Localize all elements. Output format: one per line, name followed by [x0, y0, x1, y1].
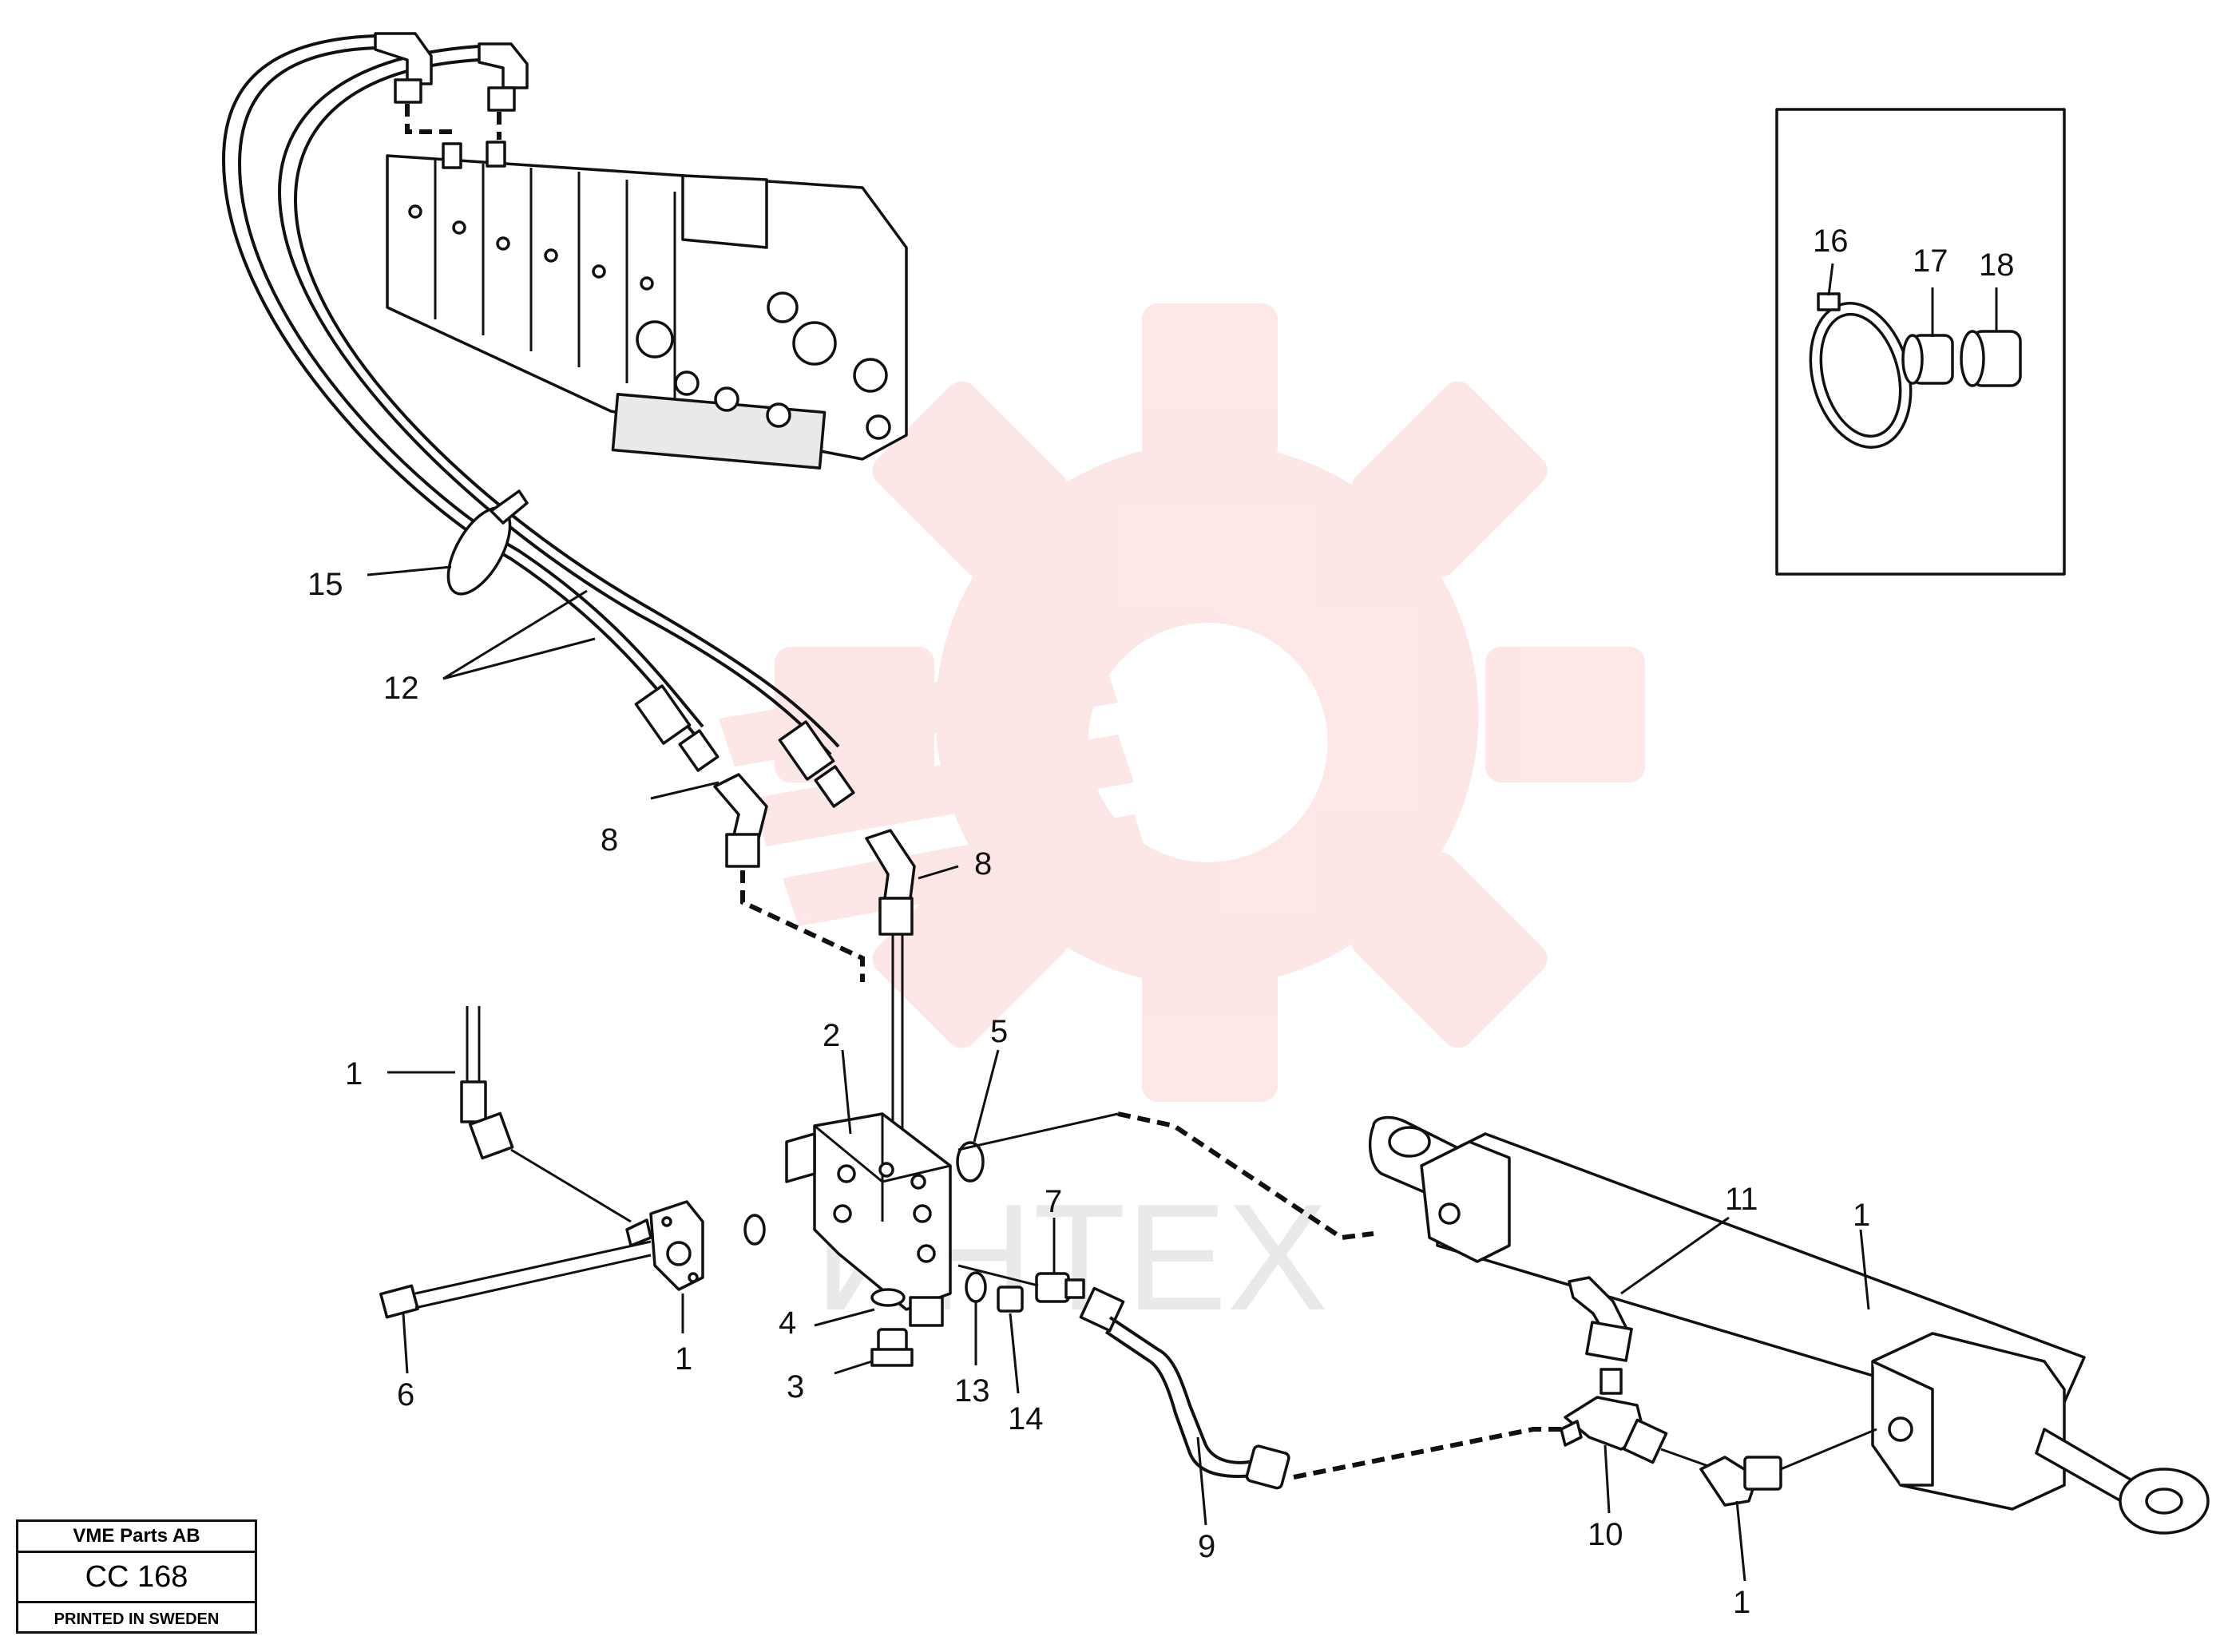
plug-3	[870, 1328, 914, 1367]
hydraulic-hoses-12	[221, 32, 840, 756]
bolt-6	[379, 1240, 652, 1319]
sleeve-17	[1901, 334, 1954, 385]
callout-1-cylinder: 1	[1853, 1198, 1870, 1233]
callout-14: 14	[1008, 1401, 1044, 1436]
o-ring-5	[956, 1141, 985, 1183]
connection-line-block-to-cylinder	[957, 1112, 1119, 1151]
callout-16: 16	[1813, 224, 1849, 259]
adapter-7	[1035, 1272, 1085, 1303]
callout-11: 11	[1725, 1182, 1758, 1217]
callout-8-left: 8	[601, 822, 618, 858]
washer-4	[870, 1288, 906, 1307]
tee-fitting-10	[1560, 1368, 1668, 1464]
callout-9: 9	[1198, 1529, 1215, 1564]
hydraulic-cylinder	[1368, 1115, 2210, 1535]
leader-lines	[367, 263, 1998, 1582]
sleeve-18	[1960, 330, 2022, 387]
callout-6: 6	[397, 1377, 414, 1412]
connection-line-block-to-7	[957, 1264, 1039, 1287]
title-code: CC 168	[18, 1553, 255, 1603]
pipe-9	[1079, 1286, 1290, 1490]
title-block: VME Parts AB CC 168 PRINTED IN SWEDEN	[16, 1519, 257, 1634]
valve-block-2	[785, 1112, 952, 1327]
callout-7: 7	[1045, 1184, 1062, 1219]
callout-13: 13	[954, 1373, 990, 1408]
flange-fitting-1	[625, 1200, 766, 1291]
callout-17: 17	[1913, 244, 1948, 279]
plug-14	[997, 1286, 1024, 1313]
callout-12: 12	[383, 671, 419, 706]
hose-1-top-left	[460, 1006, 632, 1223]
elbow-fitting-11	[1568, 1276, 1633, 1362]
callout-1-top-left: 1	[345, 1056, 363, 1091]
callout-4: 4	[779, 1305, 796, 1341]
callout-10: 10	[1588, 1517, 1623, 1552]
callout-5: 5	[990, 1014, 1008, 1049]
callout-15: 15	[307, 567, 343, 602]
title-company: VME Parts AB	[18, 1522, 255, 1553]
clamp-16	[1809, 292, 1913, 449]
title-printed: PRINTED IN SWEDEN	[54, 1610, 220, 1628]
callout-labels: 15 12 8 8 1 2 5 7 4 3 13 14 1 6 9 11 1 1…	[307, 224, 2015, 1620]
callout-1-bottom: 1	[1733, 1585, 1750, 1620]
callout-1-flange: 1	[675, 1341, 692, 1377]
hidden-line-to-cylinder	[1117, 1111, 1374, 1241]
callout-3: 3	[787, 1369, 804, 1404]
callout-18: 18	[1979, 248, 2015, 283]
callout-8-right: 8	[974, 846, 992, 881]
control-valve-assembly	[386, 141, 908, 469]
hidden-line-9-to-10	[1293, 1427, 1565, 1480]
elbow-hose-1-bottom	[1660, 1428, 1877, 1507]
callout-2: 2	[823, 1018, 840, 1053]
hose-clamp-15	[446, 489, 529, 596]
elbow-fitting-8-left	[713, 773, 768, 868]
elbow-fitting-8-right	[865, 829, 916, 936]
washer-13	[965, 1271, 987, 1303]
hose-end-fittings	[634, 684, 855, 808]
